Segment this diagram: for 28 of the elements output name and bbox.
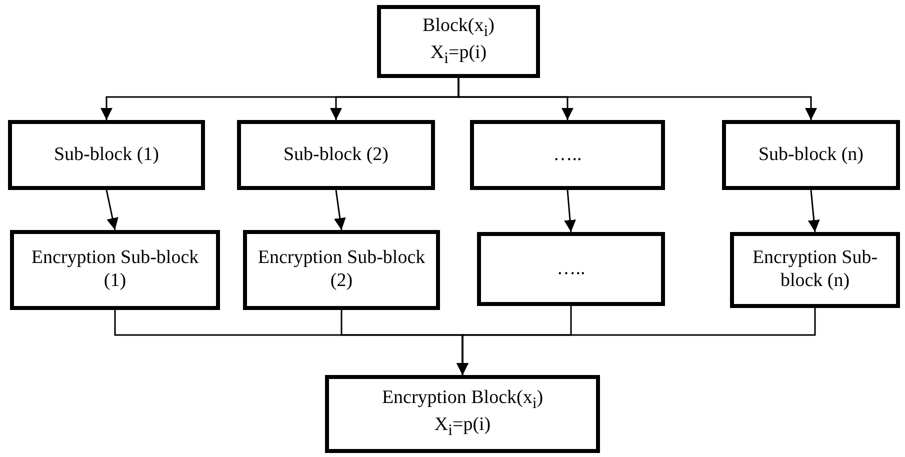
box-label: …..	[553, 144, 582, 166]
box-label: …..	[556, 258, 586, 280]
process-box	[10, 230, 220, 310]
process-box	[477, 232, 665, 306]
process-box	[730, 232, 900, 308]
box-label: Encryption Sub-block (2)	[257, 247, 426, 293]
arrow	[808, 190, 820, 232]
box-label: X$_{i}$=p(i)	[434, 414, 491, 441]
process-box	[237, 120, 435, 190]
box-label: Block(x$_{i}$)	[422, 14, 494, 42]
arrow	[458, 78, 817, 120]
arrow	[334, 190, 346, 230]
arrow	[106, 190, 118, 230]
process-box	[325, 375, 600, 453]
process-box	[8, 120, 205, 190]
process-box	[377, 5, 540, 78]
process-box	[243, 230, 440, 310]
process-box	[722, 120, 900, 190]
process-box	[470, 120, 665, 190]
box-label: Sub-block (n)	[758, 144, 864, 166]
box-label: Sub-block (1)	[54, 144, 159, 166]
box-label: Encryption Sub-block (1)	[30, 247, 200, 293]
box-label: Sub-block (2)	[283, 144, 388, 166]
box-label: X$_{i}$=p(i)	[430, 42, 487, 68]
arrow	[456, 308, 816, 375]
box-label: Encryption Sub-block (n)	[751, 247, 879, 293]
box-label: Encryption Block(x$_{i}$)	[382, 387, 544, 414]
arrow	[564, 190, 576, 232]
